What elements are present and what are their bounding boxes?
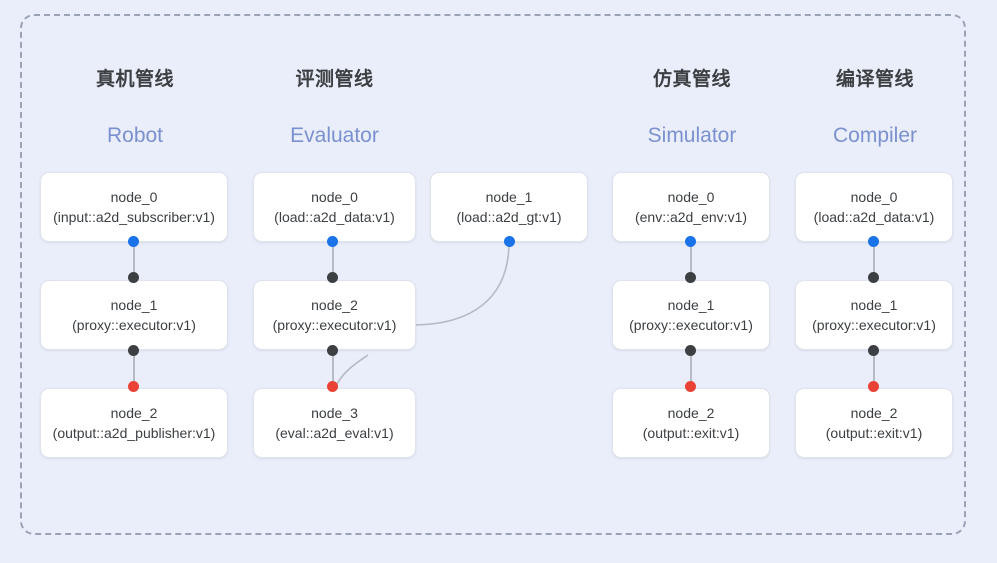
edge-sim-n1-n2 xyxy=(690,352,692,386)
port-in-robot-0[interactable] xyxy=(128,236,139,247)
edge-eval-n2-n3 xyxy=(332,352,334,386)
node-spec: (proxy::executor:v1) xyxy=(72,316,196,333)
node-name: node_2 xyxy=(667,404,715,421)
node-evaluator-3[interactable]: node_3 (eval::a2d_eval:v1) xyxy=(253,388,416,458)
node-spec: (output::exit:v1) xyxy=(825,424,923,441)
port-in-simulator-0[interactable] xyxy=(685,236,696,247)
port-in-evaluator-0[interactable] xyxy=(327,236,338,247)
node-spec: (input::a2d_subscriber:v1) xyxy=(53,208,215,225)
node-name: node_1 xyxy=(667,296,715,313)
edge-compiler-n1-n2 xyxy=(873,352,875,386)
edge-robot-n1-n2 xyxy=(133,352,135,386)
node-evaluator-0[interactable]: node_0 (load::a2d_data:v1) xyxy=(253,172,416,242)
node-simulator-0[interactable]: node_0 (env::a2d_env:v1) xyxy=(612,172,770,242)
node-spec: (proxy::executor:v1) xyxy=(812,316,936,333)
column-title-en-simulator: Simulator xyxy=(647,124,737,147)
port-mid-simulator-1-bottom[interactable] xyxy=(685,345,696,356)
node-name: node_1 xyxy=(110,296,158,313)
column-title-cn-simulator: 仿真管线 xyxy=(652,69,731,90)
column-title-cn-robot: 真机管线 xyxy=(95,69,174,90)
node-compiler-2[interactable]: node_2 (output::exit:v1) xyxy=(795,388,953,458)
edge-sim-n0-n1 xyxy=(690,242,692,278)
port-out-compiler-2[interactable] xyxy=(868,381,879,392)
port-mid-robot-1-top[interactable] xyxy=(128,272,139,283)
edge-robot-n0-n1 xyxy=(133,242,135,278)
node-robot-1[interactable]: node_1 (proxy::executor:v1) xyxy=(40,280,228,350)
node-name: node_3 xyxy=(311,404,358,421)
node-name: node_1 xyxy=(850,296,898,313)
edge-eval-n0-n2 xyxy=(332,242,334,278)
node-compiler-0[interactable]: node_0 (load::a2d_data:v1) xyxy=(795,172,953,242)
node-name: node_2 xyxy=(850,404,898,421)
column-title-en-compiler: Compiler xyxy=(832,124,918,147)
node-name: node_0 xyxy=(110,188,158,205)
node-spec: (output::a2d_publisher:v1) xyxy=(52,424,216,441)
node-spec: (eval::a2d_eval:v1) xyxy=(275,424,394,441)
node-name: node_0 xyxy=(667,188,715,205)
port-mid-evaluator-2-top[interactable] xyxy=(327,272,338,283)
node-evaluator-2[interactable]: node_2 (proxy::executor:v1) xyxy=(253,280,416,350)
node-name: node_2 xyxy=(110,404,158,421)
column-title-cn-evaluator: 评测管线 xyxy=(295,69,374,90)
node-name: node_0 xyxy=(850,188,898,205)
port-in-compiler-0[interactable] xyxy=(868,236,879,247)
port-mid-robot-1-bottom[interactable] xyxy=(128,345,139,356)
port-out-simulator-2[interactable] xyxy=(685,381,696,392)
node-evaluator-1-gt[interactable]: node_1 (load::a2d_gt:v1) xyxy=(430,172,588,242)
node-spec: (load::a2d_data:v1) xyxy=(274,208,395,225)
port-mid-evaluator-2-bottom[interactable] xyxy=(327,345,338,356)
node-spec: (load::a2d_data:v1) xyxy=(813,208,935,225)
port-in-evaluator-1-gt[interactable] xyxy=(504,236,515,247)
port-mid-compiler-1-bottom[interactable] xyxy=(868,345,879,356)
node-simulator-2[interactable]: node_2 (output::exit:v1) xyxy=(612,388,770,458)
node-compiler-1[interactable]: node_1 (proxy::executor:v1) xyxy=(795,280,953,350)
port-mid-simulator-1-top[interactable] xyxy=(685,272,696,283)
column-title-cn-compiler: 编译管线 xyxy=(835,69,914,90)
node-simulator-1[interactable]: node_1 (proxy::executor:v1) xyxy=(612,280,770,350)
node-name: node_2 xyxy=(311,296,358,313)
diagram-dashed-border xyxy=(20,14,966,535)
node-spec: (proxy::executor:v1) xyxy=(629,316,753,333)
column-title-en-evaluator: Evaluator xyxy=(290,124,379,147)
node-name: node_0 xyxy=(311,188,358,205)
port-out-evaluator-3[interactable] xyxy=(327,381,338,392)
node-spec: (output::exit:v1) xyxy=(642,424,740,441)
node-spec: (proxy::executor:v1) xyxy=(272,316,397,333)
node-spec: (env::a2d_env:v1) xyxy=(634,208,748,225)
node-spec: (load::a2d_gt:v1) xyxy=(456,208,562,225)
node-robot-0[interactable]: node_0 (input::a2d_subscriber:v1) xyxy=(40,172,228,242)
port-out-robot-2[interactable] xyxy=(128,381,139,392)
edge-compiler-n0-n1 xyxy=(873,242,875,278)
node-name: node_1 xyxy=(485,188,533,205)
column-title-en-robot: Robot xyxy=(106,124,164,147)
port-mid-compiler-1-top[interactable] xyxy=(868,272,879,283)
node-robot-2[interactable]: node_2 (output::a2d_publisher:v1) xyxy=(40,388,228,458)
